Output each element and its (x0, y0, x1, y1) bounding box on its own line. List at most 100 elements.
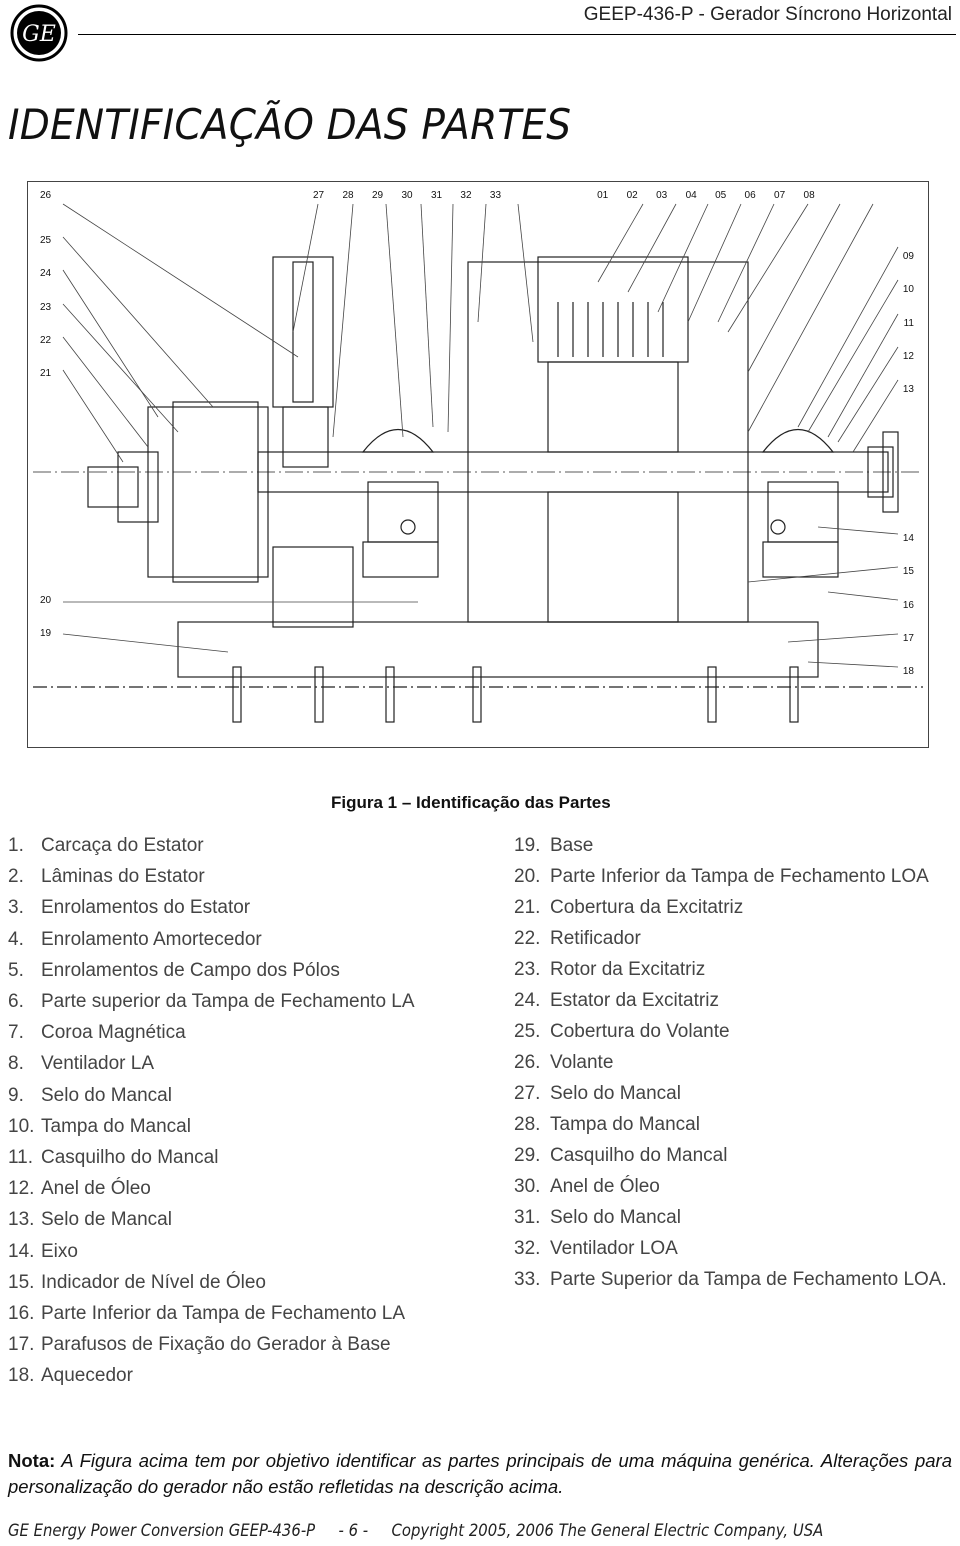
callout-label: 01 (597, 190, 609, 201)
callout-label: 28 (342, 190, 354, 201)
part-item: 31.Selo do Mancal (514, 1202, 952, 1233)
part-name: Parte Superior da Tampa de Fechamento LO… (550, 1269, 947, 1290)
part-name: Anel de Óleo (550, 1176, 660, 1197)
part-item: 5.Enrolamentos de Campo dos Pólos (8, 955, 448, 986)
part-item: 11. Casquilho do Mancal (8, 1142, 448, 1173)
page-number: - 6 - (338, 1521, 369, 1540)
part-name: Cobertura do Volante (550, 1021, 730, 1042)
callout-label: 16 (902, 599, 914, 611)
part-number: 30. (514, 1176, 541, 1197)
callout-label: 07 (774, 190, 786, 201)
callout-label: 18 (902, 666, 914, 678)
part-item: 27.Selo do Mancal (514, 1078, 952, 1109)
part-item: 21.Cobertura da Excitatriz (514, 892, 952, 923)
part-name: Enrolamentos do Estator (41, 897, 251, 919)
part-name: Anel de Óleo (41, 1178, 151, 1200)
footer-left: GE Energy Power Conversion GEEP-436-P (8, 1521, 316, 1540)
part-item: 24.Estator da Excitatriz (514, 985, 952, 1016)
callout-label: 24 (40, 268, 52, 280)
callout-label: 03 (656, 190, 668, 201)
page-title: IDENTIFICAÇÃO DAS PARTES (8, 100, 572, 149)
flywheel-cover (147, 406, 269, 578)
part-number: 3. (8, 897, 24, 919)
part-number: 25. (514, 1021, 541, 1042)
part-number: 11. (8, 1147, 34, 1169)
callout-label: 05 (715, 190, 727, 201)
note-text: A Figura acima tem por objetivo identifi… (8, 1450, 952, 1497)
part-name: Lâminas do Estator (41, 866, 205, 888)
part-number: 32. (514, 1238, 541, 1259)
part-number: 9. (8, 1084, 24, 1106)
part-item: 30. Anel de Óleo (514, 1171, 952, 1202)
part-name: Rotor da Excitatriz (550, 959, 706, 980)
callout-label: 13 (902, 384, 914, 396)
note-label: Nota: (8, 1450, 56, 1471)
base-bolts (232, 666, 799, 723)
callout-label: 08 (803, 190, 815, 201)
callout-26: 26 (40, 190, 52, 201)
part-number: 7. (8, 1022, 24, 1044)
part-name: Carcaça do Estator (41, 835, 204, 856)
part-name: Selo do Mancal (550, 1083, 681, 1104)
callout-label: 04 (685, 190, 697, 201)
part-number: 22. (514, 928, 541, 949)
bearing-cap-right (761, 428, 835, 453)
part-number: 17. (8, 1334, 35, 1356)
part-item: 4. Enrolamento Amortecedor (8, 924, 448, 955)
callouts-right: 09 10 11 12 13 (903, 240, 914, 406)
callouts-top: 27 28 29 30 31 32 33 01 02 03 04 05 06 0… (313, 190, 833, 201)
base-frame (177, 621, 819, 678)
part-name: Ventilador LOA (550, 1238, 678, 1259)
callout-label: 02 (626, 190, 638, 201)
callout-label: 32 (460, 190, 472, 201)
part-name: Selo do Mancal (41, 1084, 172, 1106)
part-item: 20.Parte Inferior da Tampa de Fechamento… (514, 861, 952, 892)
part-name: Volante (550, 1052, 614, 1073)
callouts-left: 25 24 23 22 21 (40, 224, 51, 390)
callout-label: 15 (902, 566, 914, 578)
part-name: Enrolamento Amortecedor (41, 928, 262, 950)
leader-lines (62, 203, 899, 668)
part-name: Parte Inferior da Tampa de Fechamento LA (41, 1303, 406, 1325)
part-name: Tampa do Mancal (550, 1114, 700, 1135)
stator-frame (467, 261, 749, 623)
callout-label: 10 (902, 284, 914, 296)
callout-label: 06 (744, 190, 756, 201)
part-name: Parte Inferior da Tampa de Fechamento LO… (550, 866, 929, 887)
part-item: 18.Aquecedor (8, 1360, 448, 1391)
part-item: 9. Selo do Mancal (8, 1080, 448, 1111)
callout-label: 09 (902, 251, 914, 262)
callouts-left-bottom: 20 19 (40, 584, 51, 651)
part-item: 12.Anel de Óleo (8, 1173, 448, 1204)
callout-label: 11 (903, 317, 914, 329)
part-name: Casquilho do Mancal (41, 1147, 219, 1169)
generator-diagram: 26 27 28 29 30 31 32 33 01 02 03 04 05 0… (27, 181, 929, 748)
callout-label: 12 (902, 350, 914, 362)
part-number: 5. (8, 959, 24, 981)
part-number: 23. (514, 959, 541, 980)
footer-copyright: Copyright 2005, 2006 The General Electri… (391, 1521, 824, 1540)
callout-label: 30 (401, 190, 413, 201)
part-number: 4. (8, 928, 24, 950)
part-number: 6. (8, 991, 24, 1013)
part-item: 10.Tampa do Mancal (8, 1111, 448, 1142)
part-item: 14.Eixo (8, 1236, 448, 1267)
part-name: Cobertura da Excitatriz (550, 897, 744, 918)
part-name: Ventilador LA (41, 1053, 155, 1075)
part-item: 33.Parte Superior da Tampa de Fechamento… (514, 1264, 952, 1295)
part-name: Tampa do Mancal (41, 1115, 191, 1137)
part-name: Casquilho do Mancal (550, 1145, 728, 1166)
part-number: 15. (8, 1271, 35, 1293)
part-name: Parte superior da Tampa de Fechamento LA (41, 991, 415, 1013)
footer: GE Energy Power Conversion GEEP-436-P - 6… (8, 1521, 847, 1540)
part-item: 23. Rotor da Excitatriz (514, 954, 952, 985)
part-number: 28. (514, 1114, 541, 1135)
part-number: 31. (514, 1207, 541, 1228)
part-item: 6. Parte superior da Tampa de Fechamento … (8, 986, 448, 1017)
part-item: 32. Ventilador LOA (514, 1233, 952, 1264)
part-name: Parafusos de Fixação do Gerador à Base (41, 1334, 391, 1356)
part-name: Eixo (41, 1240, 78, 1262)
part-item: 25. Cobertura do Volante (514, 1016, 952, 1047)
part-item: 16.Parte Inferior da Tampa de Fechamento… (8, 1298, 448, 1329)
